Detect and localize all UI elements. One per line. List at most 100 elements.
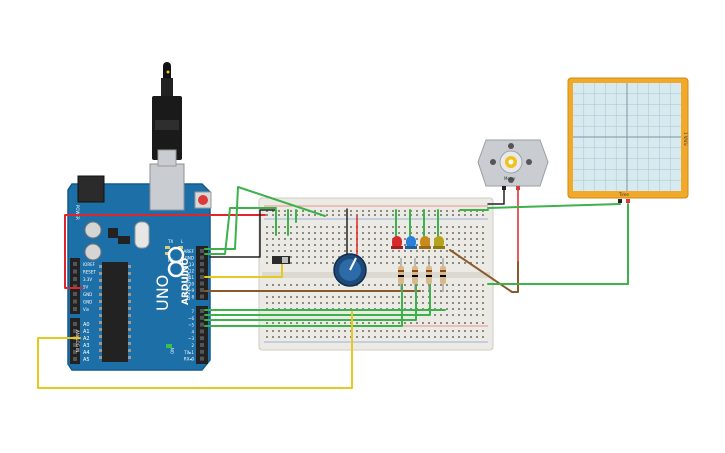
header-pin [73,299,77,304]
arduino-board[interactable]: ARDUINO UNO DIGITAL (PWM ~) POWER ANALOG… [67,163,212,371]
breadboard-hole [482,330,484,332]
breadboard-hole [326,244,328,246]
breadboard-hole [404,262,406,264]
led-blue[interactable] [405,236,417,249]
breadboard-hole [302,322,304,324]
wire-motor-black[interactable] [487,187,505,205]
breadboard-hole [464,262,466,264]
wire-red-5v[interactable] [64,214,266,289]
dc-motor[interactable]: Motor [477,139,549,190]
breadboard-hole [422,250,424,252]
wire-green-5[interactable] [204,269,417,321]
resistor[interactable] [426,258,432,292]
breadboard-hole [464,256,466,258]
led-red[interactable] [391,236,403,249]
breadboard-hole [470,322,472,324]
breadboard-hole [326,330,328,332]
chip-pin [128,300,131,303]
breadboard-hole [452,308,454,310]
leds[interactable] [391,236,445,249]
breadboard-hole [266,296,268,298]
pin-label: 13 [189,262,195,267]
breadboard-hole [452,322,454,324]
wire-black[interactable] [209,209,276,258]
led-orange[interactable] [419,236,431,249]
breadboard-hole [380,244,382,246]
breadboard-hole [416,210,418,212]
breadboard-hole [314,262,316,264]
breadboard-hole [302,330,304,332]
breadboard-hole [380,302,382,304]
wire-yellow-a0[interactable] [37,311,353,389]
pin-label: IOREF [83,262,96,267]
resistors[interactable] [398,258,446,292]
resistor[interactable] [398,258,404,292]
breadboard-hole [476,284,478,286]
breadboard-hole [470,302,472,304]
breadboard-hole [458,214,460,216]
wire-green-gnd-2[interactable] [204,207,277,255]
breadboard-hole [482,226,484,228]
oscilloscope[interactable]: Time 1 V/div [567,77,689,203]
breadboard-hole [326,214,328,216]
pin-label: 12 [189,269,195,274]
wire-brown-motor[interactable] [449,249,519,293]
wire-yellow-12[interactable] [204,261,283,278]
header-pin [200,275,204,279]
breadboard-hole [284,330,286,332]
usb-cable[interactable] [152,62,182,167]
breadboard-hole [428,250,430,252]
breadboard-hole [296,336,298,338]
breadboard-hole [476,244,478,246]
breadboard-hole [290,238,292,240]
wire-green-6[interactable] [204,269,431,316]
breadboard-hole [296,322,298,324]
breadboard-hole [290,296,292,298]
wire-green-gnd[interactable] [204,186,326,250]
breadboard-hole [368,226,370,228]
breadboard-hole [368,262,370,264]
breadboard-hole [476,232,478,234]
pin-label: A4 [83,350,90,356]
wires[interactable] [37,186,629,389]
wire-green-scope-2[interactable] [487,203,629,285]
breadboard-hole [440,336,442,338]
oscilloscope-time-label: Time [618,192,629,197]
breadboard-hole [326,250,328,252]
wire-green-scope[interactable] [487,203,621,209]
slide-switch[interactable] [272,256,290,264]
reset-button[interactable] [198,195,208,205]
potentiometer[interactable] [333,253,367,287]
breadboard-hole [434,262,436,264]
breadboard-hole [452,302,454,304]
pin-label: 2 [191,343,194,348]
breadboard[interactable] [258,197,494,351]
wire-green-4[interactable] [204,269,403,327]
breadboard-hole [440,296,442,298]
breadboard-hole [290,250,292,252]
breadboard-hole [314,302,316,304]
breadboard-hole [452,314,454,316]
breadboard-hole [446,232,448,234]
led-yellow[interactable] [433,236,445,249]
crystal-oscillator [134,221,150,249]
breadboard-hole [362,232,364,234]
digital-header-top [196,246,208,300]
pin-label: AREF [184,249,195,254]
breadboard-hole [284,210,286,212]
breadboard-hole [302,296,304,298]
breadboard-hole [392,330,394,332]
breadboard-hole [368,256,370,258]
breadboard-hole [404,232,406,234]
breadboard-hole [422,322,424,324]
pin-label: ~6 [188,316,194,321]
breadboard-hole [308,322,310,324]
breadboard-hole [452,238,454,240]
chip-pins [99,265,131,359]
breadboard-hole [362,256,364,258]
resistor[interactable] [412,258,418,292]
resistor[interactable] [440,258,446,292]
switch-slider[interactable] [282,257,288,263]
breadboard-hole [356,210,358,212]
